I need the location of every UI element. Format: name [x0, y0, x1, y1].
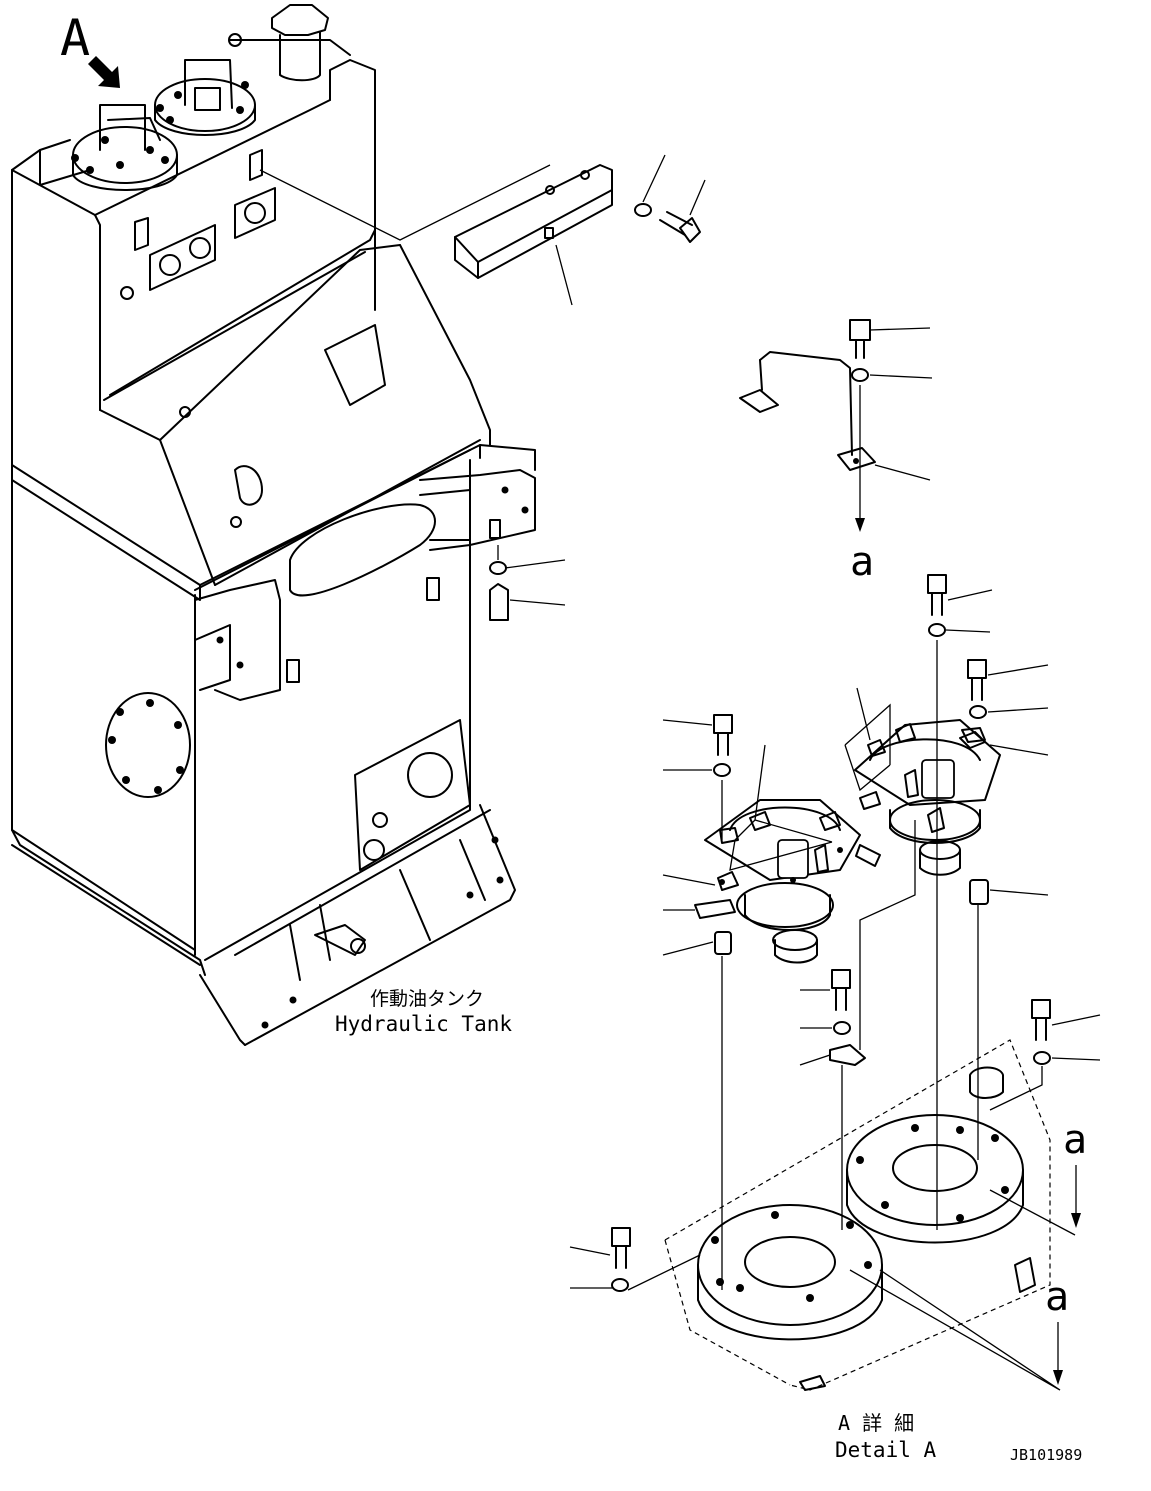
- tank-label-japanese: 作動油タンク: [370, 988, 484, 1010]
- ref-letter-a-lower: a: [1045, 1274, 1069, 1320]
- pump-assembly-left: [704, 799, 881, 964]
- ref-arrows-right: a a: [1045, 1117, 1087, 1385]
- tank-label-english: Hydraulic Tank: [335, 1012, 512, 1036]
- bolt-and-washer-tank-side: [489, 545, 566, 621]
- detail-label-japanese: A 詳 細: [838, 1411, 914, 1435]
- detail-callouts: [569, 574, 1101, 1292]
- view-marker: A: [60, 9, 120, 88]
- angle-bracket: [259, 164, 613, 306]
- pump-assembly-right: [854, 719, 1001, 876]
- pump-mount-slab: [664, 1039, 1076, 1391]
- bolt-and-washer-bracket: [634, 154, 706, 243]
- view-marker-letter: A: [60, 9, 90, 67]
- pipe-handle-bracket: a: [739, 319, 933, 585]
- ref-letter-a-upper: a: [1063, 1117, 1087, 1163]
- detail-label-english: Detail A: [835, 1438, 937, 1462]
- drawing-number: JB101989: [1010, 1446, 1082, 1464]
- view-direction-arrow-icon: [88, 56, 120, 88]
- ref-letter-a-top: a: [850, 539, 874, 585]
- hydraulic-tank: [11, 4, 536, 1046]
